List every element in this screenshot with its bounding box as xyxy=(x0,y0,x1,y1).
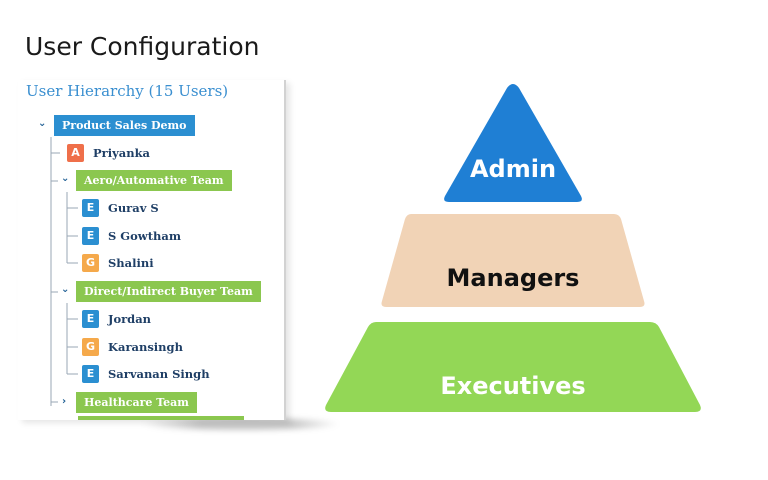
next-team-label-partial xyxy=(78,416,244,420)
user-role-badge: E xyxy=(82,365,99,383)
pyramid-label-managers: Managers xyxy=(446,264,580,292)
tree-user-sarvanan[interactable]: E Sarvanan Singh xyxy=(82,365,210,383)
user-name: S Gowtham xyxy=(108,229,181,243)
tree-panel-shadow xyxy=(140,418,340,430)
team-label[interactable]: Direct/Indirect Buyer Team xyxy=(76,281,261,302)
user-role-badge: E xyxy=(82,310,99,328)
team-label[interactable]: Healthcare Team xyxy=(76,392,197,413)
chevron-down-icon[interactable]: ⌄ xyxy=(61,284,70,295)
tree-user-gurav[interactable]: E Gurav S xyxy=(82,199,159,217)
user-name: Karansingh xyxy=(108,340,183,354)
pyramid-level-managers xyxy=(381,214,645,307)
page-title: User Configuration xyxy=(25,32,260,61)
user-role-badge: G xyxy=(82,254,99,272)
user-role-badge: G xyxy=(82,338,99,356)
tree-user-gowtham[interactable]: E S Gowtham xyxy=(82,227,181,245)
tree-user-karansingh[interactable]: G Karansingh xyxy=(82,338,183,356)
user-role-badge: A xyxy=(67,144,84,162)
pyramid-label-executives: Executives xyxy=(440,372,586,400)
user-name: Gurav S xyxy=(108,201,159,215)
tree-connector-lines xyxy=(50,137,78,406)
user-role-badge: E xyxy=(82,199,99,217)
pyramid-level-executives xyxy=(325,322,701,412)
tree-user-jordan[interactable]: E Jordan xyxy=(82,310,151,328)
root-group-label[interactable]: Product Sales Demo xyxy=(54,115,195,136)
tree-root-node[interactable]: Product Sales Demo xyxy=(54,115,195,136)
tree-user-shalini[interactable]: G Shalini xyxy=(82,254,154,272)
chevron-down-icon[interactable]: ⌄ xyxy=(38,118,47,129)
chevron-down-icon[interactable]: ⌄ xyxy=(61,173,70,184)
team-label[interactable]: Aero/Automative Team xyxy=(76,170,232,191)
user-hierarchy-panel: User Hierarchy (15 Users) ⌄ Product Sale… xyxy=(18,80,286,420)
tree-team-healthcare[interactable]: Healthcare Team xyxy=(76,392,197,413)
user-name: Jordan xyxy=(108,312,152,326)
pyramid-label-admin: Admin xyxy=(469,155,557,183)
tree-heading: User Hierarchy (15 Users) xyxy=(26,82,229,100)
tree-user-priyanka[interactable]: A Priyanka xyxy=(67,144,150,162)
tree-team-direct[interactable]: Direct/Indirect Buyer Team xyxy=(76,281,261,302)
pyramid-level-admin xyxy=(444,84,582,202)
user-name: Priyanka xyxy=(93,146,150,160)
tree-team-aero[interactable]: Aero/Automative Team xyxy=(76,170,232,191)
user-role-badge: E xyxy=(82,227,99,245)
user-name: Sarvanan Singh xyxy=(108,367,210,381)
chevron-right-icon[interactable]: › xyxy=(62,396,67,407)
user-name: Shalini xyxy=(108,256,154,270)
